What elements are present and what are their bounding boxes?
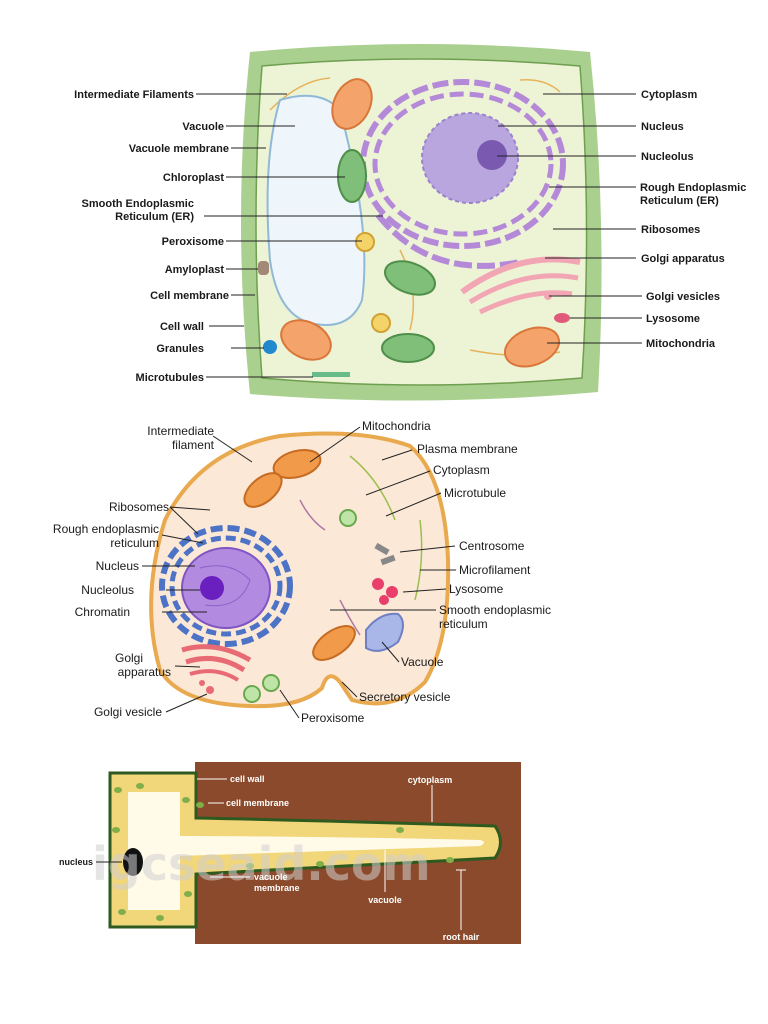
ac-label-intermediate-2: filament	[172, 438, 215, 452]
rh-label-root-hair: root hair	[443, 932, 480, 942]
pc-label-mitochondria: Mitochondria	[646, 338, 716, 350]
pc-label-amyloplast: Amyloplast	[165, 264, 225, 276]
ac-label-rough-er-1: Rough endoplasmic	[53, 522, 159, 536]
ac-label-centrosome: Centrosome	[459, 539, 525, 553]
root-hair-leader-lines	[96, 778, 466, 930]
ac-label-golgi-1: Golgi	[115, 651, 143, 665]
ac-label-smooth-er-2: reticulum	[439, 617, 488, 631]
ac-label-golgi-2: apparatus	[118, 665, 171, 679]
ac-label-rough-er-2: reticulum	[110, 536, 159, 550]
ac-label-mitochondria: Mitochondria	[362, 419, 431, 433]
ac-label-intermediate-1: Intermediate	[147, 424, 214, 438]
animal-nucleus	[181, 547, 271, 629]
ac-label-ribosomes: Ribosomes	[109, 500, 169, 514]
plant-cell-diagram: Intermediate Filaments Vacuole Vacuole m…	[74, 44, 746, 401]
animal-leader-lines	[142, 426, 456, 719]
ac-label-secretory-vesicle: Secretory vesicle	[359, 690, 451, 704]
pc-label-rough-er-1: Rough Endoplasmic	[640, 182, 746, 194]
pc-label-lysosome: Lysosome	[646, 313, 700, 325]
pc-label-chloroplast: Chloroplast	[163, 172, 224, 184]
root-hair-nucleus	[123, 848, 143, 876]
ac-label-vacuole: Vacuole	[401, 655, 444, 669]
pc-label-cytoplasm: Cytoplasm	[641, 89, 697, 101]
pc-label-rough-er-2: Reticulum (ER)	[640, 195, 719, 207]
animal-nucleolus	[200, 576, 224, 600]
pc-label-smooth-er-2: Reticulum (ER)	[115, 211, 194, 223]
pc-label-cell-membrane: Cell membrane	[150, 290, 229, 302]
ac-label-golgi-vesicle: Golgi vesicle	[94, 705, 162, 719]
pc-label-vacuole-membrane: Vacuole membrane	[129, 143, 229, 155]
plant-leader-lines-right	[497, 93, 642, 344]
ac-label-lysosome: Lysosome	[449, 582, 504, 596]
pc-label-vacuole: Vacuole	[182, 121, 224, 133]
ac-label-plasma-membrane: Plasma membrane	[417, 442, 518, 456]
pc-label-microtubules: Microtubules	[136, 372, 204, 384]
rh-label-vacuole-membrane-1: vacuole	[254, 872, 288, 882]
rh-label-nucleus: nucleus	[59, 857, 93, 867]
plant-nucleus	[421, 112, 519, 204]
plant-nucleolus	[477, 140, 507, 170]
pc-label-golgi-apparatus: Golgi apparatus	[641, 253, 725, 265]
ac-label-microtubule: Microtubule	[444, 486, 506, 500]
watermark-text: igcseaid.com	[92, 837, 431, 891]
root-hair-vacuole	[128, 792, 484, 910]
pc-label-ribosomes: Ribosomes	[641, 224, 700, 236]
ac-label-nucleolus: Nucleolus	[81, 583, 134, 597]
pc-label-peroxisome: Peroxisome	[162, 236, 224, 248]
pc-label-cell-wall: Cell wall	[160, 321, 204, 333]
ac-label-chromatin: Chromatin	[75, 605, 130, 619]
pc-label-nucleus: Nucleus	[641, 121, 684, 133]
ac-label-smooth-er-1: Smooth endoplasmic	[439, 603, 551, 617]
pc-label-golgi-vesicles: Golgi vesicles	[646, 291, 720, 303]
plant-leader-lines-left	[196, 93, 383, 378]
rh-label-cytoplasm: cytoplasm	[408, 775, 453, 785]
pc-label-intermediate-filaments: Intermediate Filaments	[74, 89, 194, 101]
ac-label-microfilament: Microfilament	[459, 563, 531, 577]
pc-label-granules: Granules	[156, 343, 204, 355]
root-hair-cell-diagram: igcseaid.com cell wall cell membrane cyt…	[59, 762, 521, 944]
ac-label-nucleus: Nucleus	[96, 559, 139, 573]
animal-cell-diagram: Intermediate filament Ribosomes Rough en…	[53, 419, 551, 725]
ac-label-cytoplasm: Cytoplasm	[433, 463, 490, 477]
ac-label-peroxisome: Peroxisome	[301, 711, 365, 725]
pc-label-nucleolus: Nucleolus	[641, 151, 694, 163]
rh-label-cell-wall: cell wall	[230, 774, 265, 784]
rh-label-vacuole: vacuole	[368, 895, 402, 905]
rh-label-vacuole-membrane-2: membrane	[254, 883, 300, 893]
pc-label-smooth-er-1: Smooth Endoplasmic	[82, 198, 194, 210]
rh-label-cell-membrane: cell membrane	[226, 798, 289, 808]
